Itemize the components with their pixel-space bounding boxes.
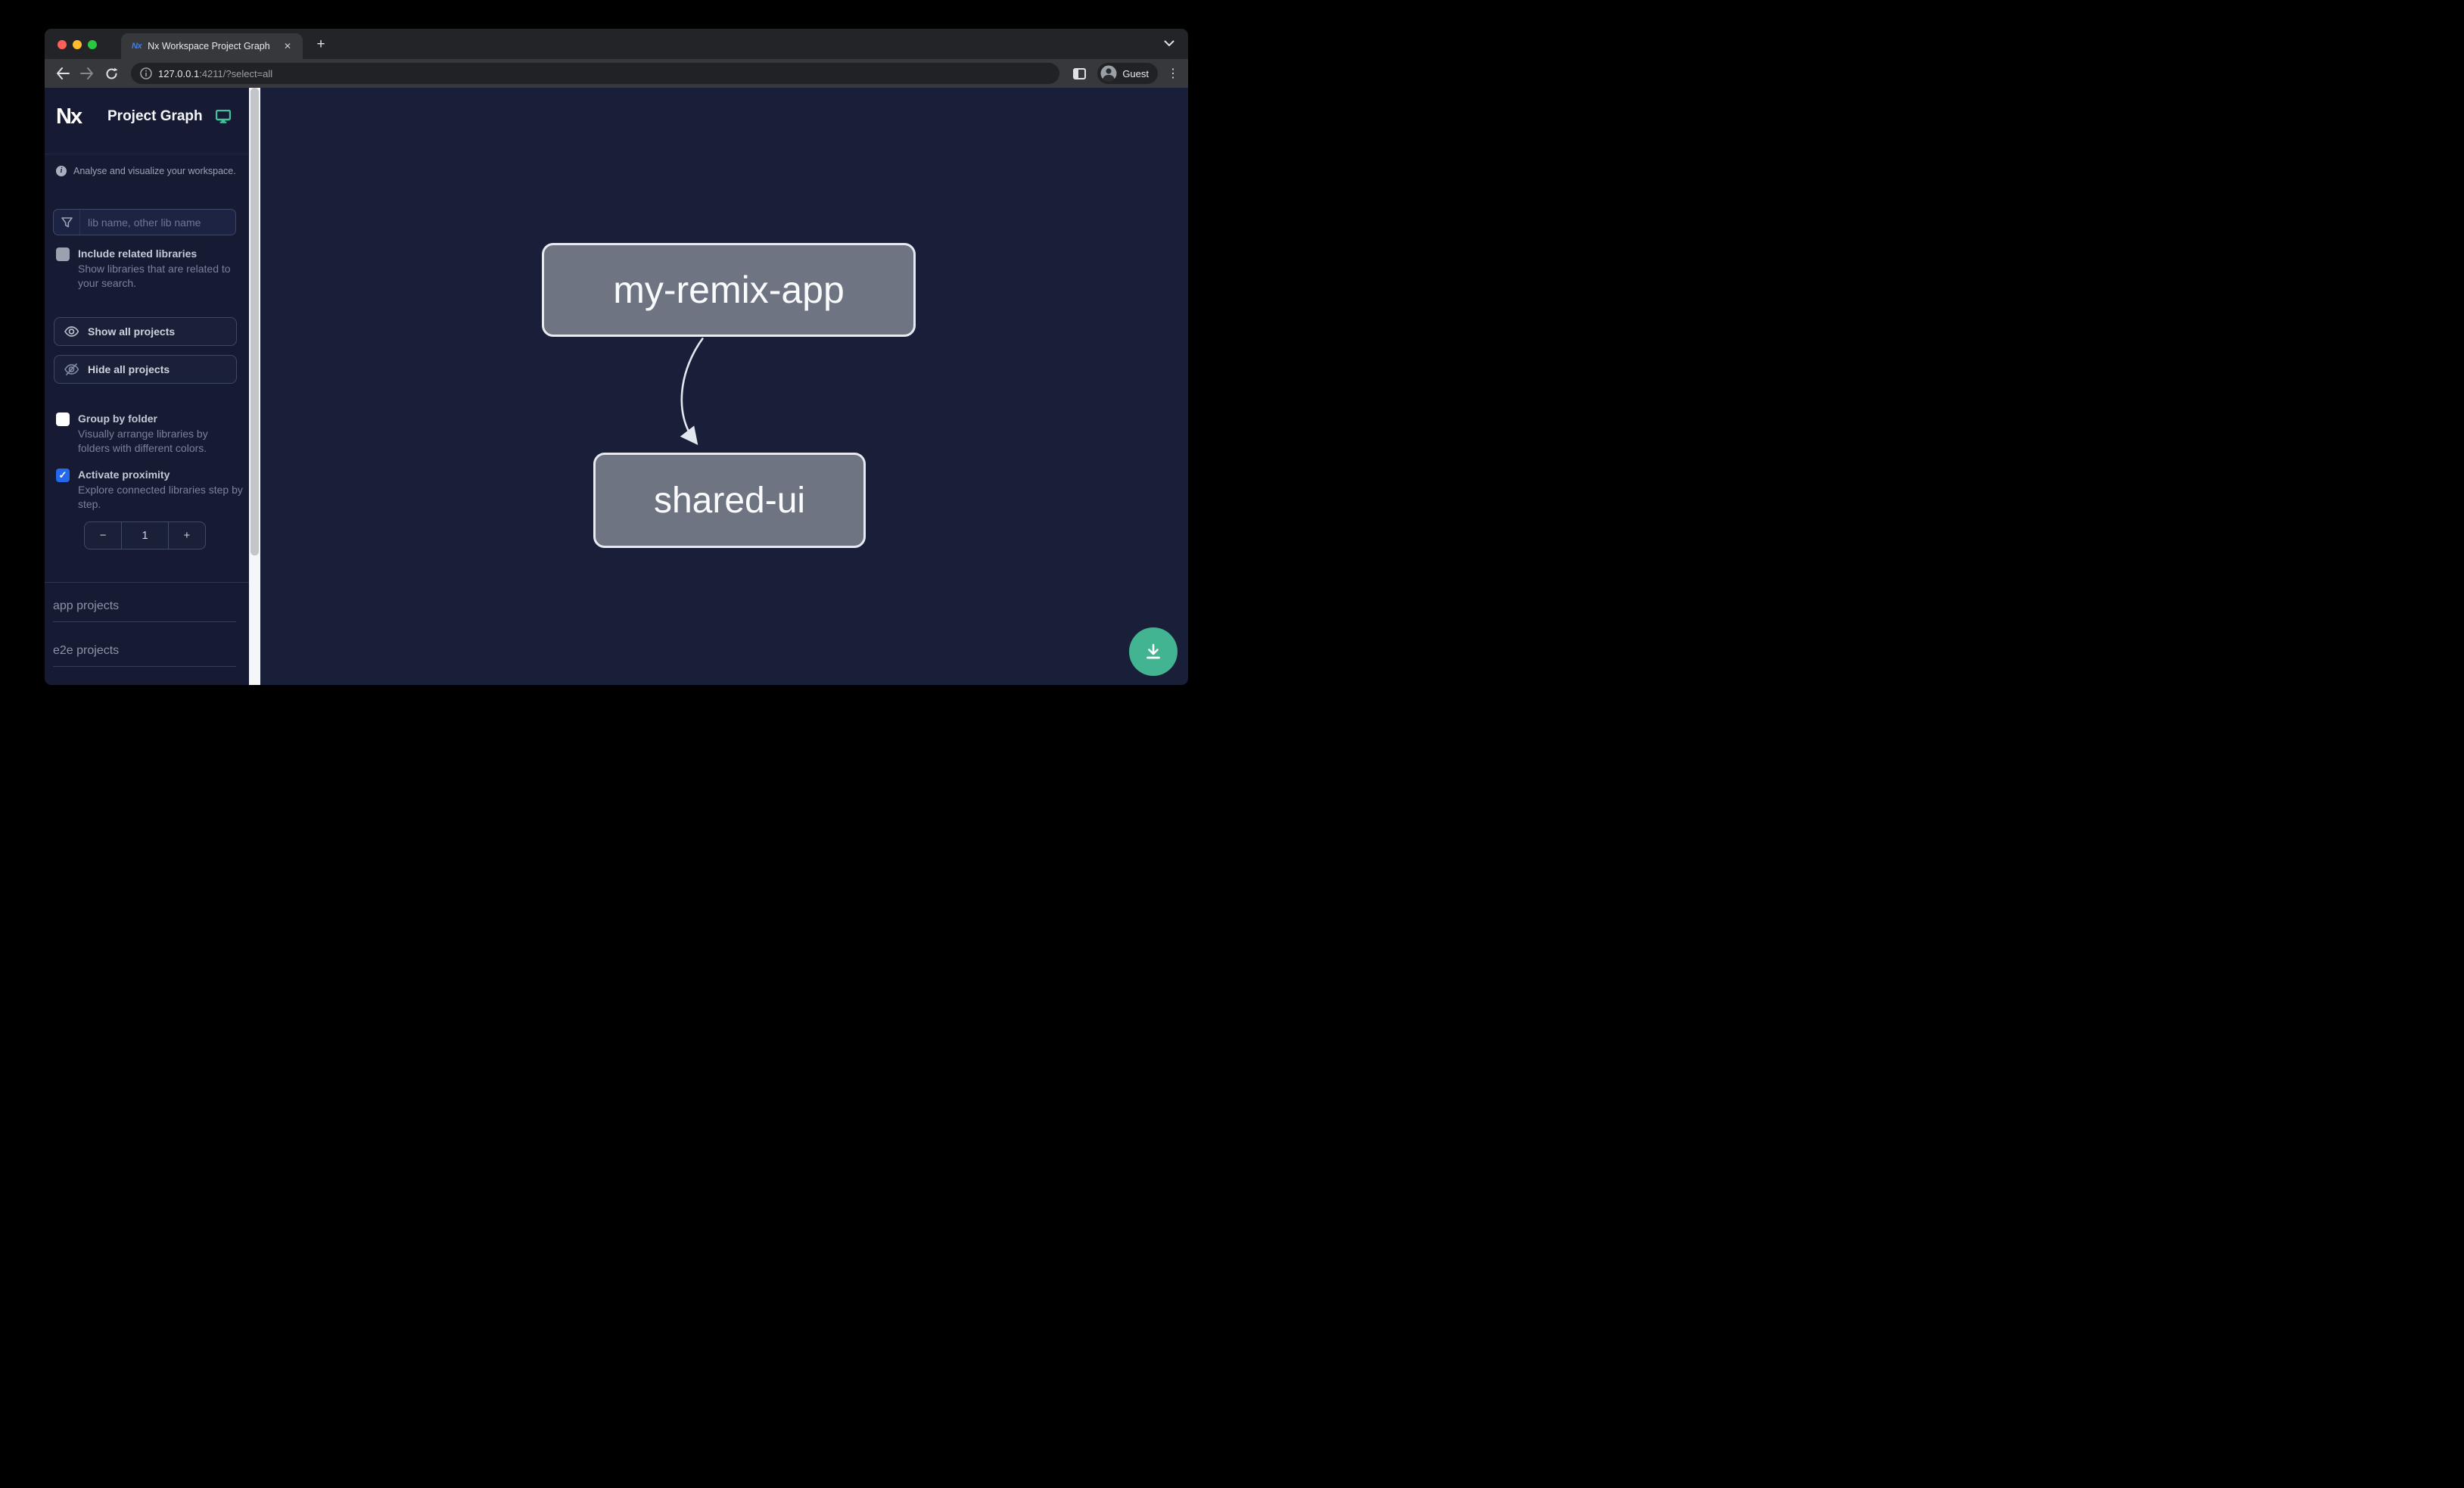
window-controls — [58, 40, 97, 49]
url-bar[interactable]: 127.0.0.1:4211/?select=all — [131, 63, 1060, 84]
include-related-description: Show libraries that are related to your … — [78, 263, 231, 289]
tagline-text: Analyse and visualize your workspace. — [73, 166, 236, 176]
rankdir-monitor-icon[interactable] — [215, 109, 232, 127]
group-by-folder-row: Group by folder Visually arrange librari… — [56, 412, 235, 456]
page-title: Project Graph — [107, 108, 203, 124]
sidebar-divider — [45, 582, 249, 583]
activate-proximity-checkbox[interactable]: ✓ — [56, 469, 70, 482]
url-text: 127.0.0.1:4211/?select=all — [158, 67, 273, 79]
browser-menu-icon[interactable]: ⋮ — [1167, 67, 1179, 80]
browser-toolbar: 127.0.0.1:4211/?select=all Guest ⋮ — [45, 59, 1188, 88]
group-by-folder-label: Group by folder — [78, 412, 157, 425]
hide-all-projects-label: Hide all projects — [88, 363, 170, 375]
nx-logo: Nx — [56, 104, 82, 129]
close-window-button[interactable] — [58, 40, 67, 49]
activate-proximity-description: Explore connected libraries step by step… — [78, 484, 243, 510]
activate-proximity-row: ✓ Activate proximity Explore connected l… — [56, 468, 243, 512]
back-icon[interactable] — [52, 63, 73, 84]
include-related-label: Include related libraries — [78, 247, 198, 260]
nx-favicon-icon: Nx — [132, 42, 142, 51]
zoom-window-button[interactable] — [88, 40, 97, 49]
avatar-icon — [1100, 65, 1117, 82]
forward-icon[interactable] — [76, 63, 98, 84]
browser-window: Nx Nx Workspace Project Graph ✕ + 127.0.… — [45, 29, 1188, 685]
sidebar: Nx Project Graph i Analyse and visualize… — [45, 88, 249, 685]
sidebar-scrollbar — [249, 88, 260, 685]
node-my-remix-app[interactable]: my-remix-app — [542, 243, 916, 337]
filter-icon — [54, 210, 80, 235]
site-info-icon[interactable] — [140, 67, 152, 79]
section-e2e-projects: e2e projects — [53, 644, 236, 667]
section-app-projects: app projects — [53, 599, 236, 622]
node-shared-ui[interactable]: shared-ui — [593, 453, 866, 548]
project-graph-canvas[interactable]: my-remix-app shared-ui — [260, 88, 1188, 685]
search-input[interactable] — [80, 210, 235, 235]
tab-close-icon[interactable]: ✕ — [283, 41, 291, 51]
profile-name: Guest — [1122, 67, 1149, 79]
include-related-row: Include related libraries Show libraries… — [56, 247, 235, 291]
tab-search-chevron-icon[interactable] — [1161, 35, 1178, 51]
dependency-edge — [680, 337, 705, 446]
proximity-decrement-button[interactable]: − — [85, 522, 123, 549]
activate-proximity-label: Activate proximity — [78, 469, 170, 481]
eye-off-icon — [64, 363, 79, 375]
reload-icon[interactable] — [101, 63, 122, 84]
group-by-folder-description: Visually arrange libraries by folders wi… — [78, 428, 208, 454]
show-all-projects-label: Show all projects — [88, 325, 176, 338]
info-icon: i — [56, 166, 67, 176]
download-icon — [1146, 643, 1160, 659]
download-image-button[interactable] — [1129, 627, 1178, 676]
proximity-value: 1 — [122, 522, 169, 549]
group-by-folder-checkbox[interactable] — [56, 412, 70, 426]
profile-button[interactable]: Guest — [1097, 63, 1158, 84]
tab-nx-workspace[interactable]: Nx Nx Workspace Project Graph ✕ — [121, 33, 303, 59]
search-box — [53, 209, 236, 235]
scrollbar-thumb[interactable] — [250, 88, 259, 556]
include-related-checkbox[interactable] — [56, 247, 70, 261]
hide-all-projects-button[interactable]: Hide all projects — [54, 355, 237, 384]
tab-strip: Nx Nx Workspace Project Graph ✕ + — [45, 29, 1188, 59]
tab-title: Nx Workspace Project Graph — [148, 41, 270, 51]
proximity-increment-button[interactable]: + — [183, 529, 191, 542]
sidebar-header: Nx Project Graph — [45, 88, 249, 154]
tagline-row: i Analyse and visualize your workspace. — [56, 166, 236, 176]
proximity-counter: − 1 + — [84, 521, 206, 549]
eye-icon — [64, 326, 79, 337]
side-panel-icon[interactable] — [1069, 63, 1090, 84]
minimize-window-button[interactable] — [73, 40, 82, 49]
new-tab-button[interactable]: + — [316, 36, 325, 52]
show-all-projects-button[interactable]: Show all projects — [54, 317, 237, 346]
